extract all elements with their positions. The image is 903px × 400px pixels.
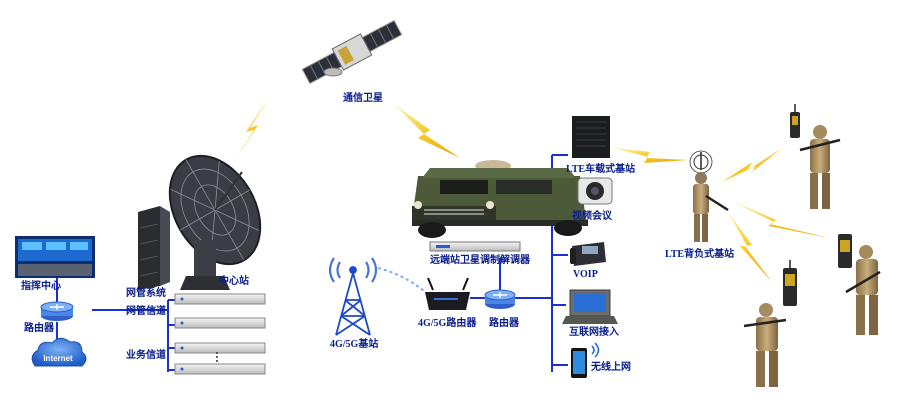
laptop-icon [562,289,618,324]
vehicle-icon [412,160,588,238]
lte-vehicle-station-icon [572,116,610,158]
label-internet-access: 互联网接入 [569,327,619,338]
router-mid-icon [484,289,516,309]
cell-tower-icon [335,266,371,336]
label-lte-backpack: LTE背负式基站 [665,249,735,260]
soldier-2-icon [838,234,881,335]
nms-server-icon [138,206,170,290]
router-4g5g-icon [425,277,470,310]
command-center-screen [15,236,95,278]
internet-cloud-icon: Internet [31,337,87,367]
label-center-station: 中心站 [219,276,249,287]
bolt-vehicle-to-backpack [614,148,688,163]
label-nms: 网管系统 [126,288,166,299]
label-base-station: 4G/5G基站 [330,339,379,350]
bolt-satellite-to-dish [232,96,270,165]
router-left-icon [40,301,74,321]
label-voip: VOIP [573,269,598,280]
channel-devices [174,293,266,375]
dashed-link-basestation-router [377,267,426,293]
soldier-3-icon [743,260,797,387]
wireless-waves-icon [328,257,378,283]
label-router-4g5g: 4G/5G路由器 [418,318,477,329]
bolt-backpack-to-soldier1 [722,148,782,182]
label-nms-channel: 网管信道 [126,306,166,317]
smartphone-icon [571,348,587,378]
label-router-mid: 路由器 [489,318,519,329]
bolt-backpack-to-soldier3 [728,212,772,282]
bolt-satellite-to-vehicle [395,105,460,158]
label-command-center: 指挥中心 [21,281,61,292]
label-business-channel: 业务信道 [126,350,166,361]
soldier-backpack-icon [689,150,729,242]
satellite-dish-icon [168,154,262,290]
wifi-icon [591,342,600,358]
modem-icon [429,241,521,252]
label-router-left: 路由器 [24,323,54,334]
video-camera-icon [577,177,613,205]
label-lte-vehicle: LTE车载式基站 [566,164,636,175]
label-video-conf: 视频会议 [572,211,612,222]
internet-text: Internet [43,354,73,363]
label-wireless: 无线上网 [591,362,631,373]
ip-phone-icon [570,242,606,266]
label-modem: 远端站卫星调制解调器 [430,255,530,266]
label-satellite: 通信卫星 [343,93,383,104]
soldier-1-icon [790,104,841,209]
satellite-icon [301,19,403,85]
